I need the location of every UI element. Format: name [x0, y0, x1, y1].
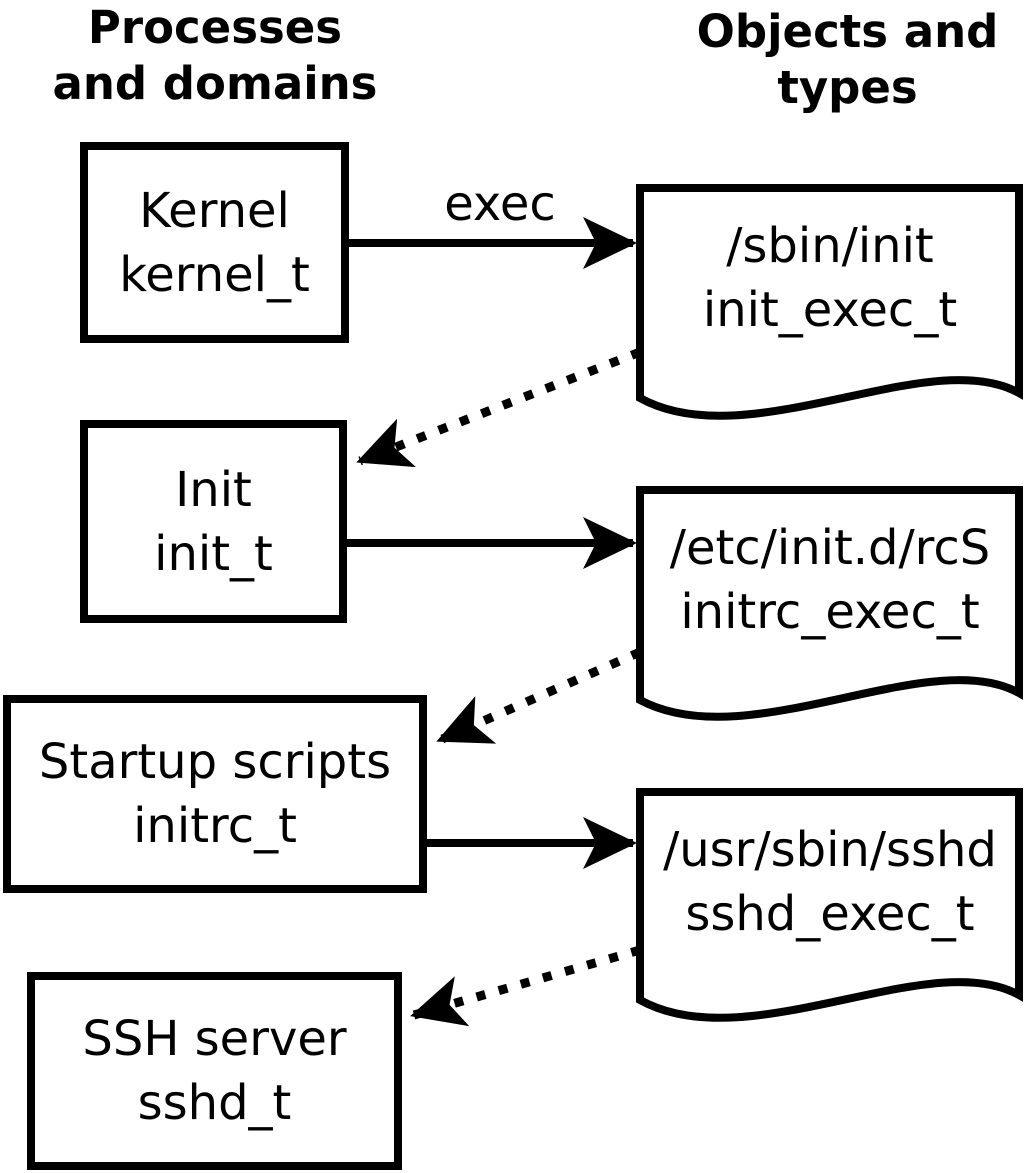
domain-type: init_t [154, 525, 273, 582]
process-box-ssh-server: SSH server sshd_t [27, 972, 402, 1170]
exec-edge-label: exec [444, 176, 556, 232]
column-header-objects: Objects and types [660, 4, 1024, 116]
document-shape-usr-sbin-sshd [636, 788, 1023, 1022]
process-box-init: Init init_t [80, 420, 347, 623]
document-shape-etc-initd-rcs [636, 486, 1023, 721]
column-header-processes: Processes and domains [0, 0, 430, 112]
column-header-processes-line1: Processes [87, 1, 343, 54]
transition-arrow-usr-sbin-sshd-to-ssh-server [410, 945, 642, 1027]
process-name: SSH server [82, 1011, 347, 1067]
column-header-processes-line2: and domains [52, 57, 378, 110]
process-name: Kernel [139, 182, 290, 239]
domain-type: sshd_t [137, 1075, 292, 1131]
column-header-objects-line2: types [777, 61, 918, 114]
domain-type: initrc_t [133, 798, 297, 854]
domain-type: kernel_t [119, 246, 310, 303]
process-box-startup-scripts: Startup scripts initrc_t [3, 695, 427, 893]
process-box-kernel: Kernel kernel_t [80, 142, 349, 343]
process-name: Startup scripts [38, 734, 392, 790]
transition-arrow-etc-initd-rcs-to-startup-scripts [436, 647, 642, 745]
process-name: Init [175, 461, 252, 518]
transition-arrow-sbin-init-to-init [356, 347, 642, 468]
column-header-objects-line1: Objects and [696, 5, 999, 58]
document-shape-sbin-init [636, 184, 1023, 420]
